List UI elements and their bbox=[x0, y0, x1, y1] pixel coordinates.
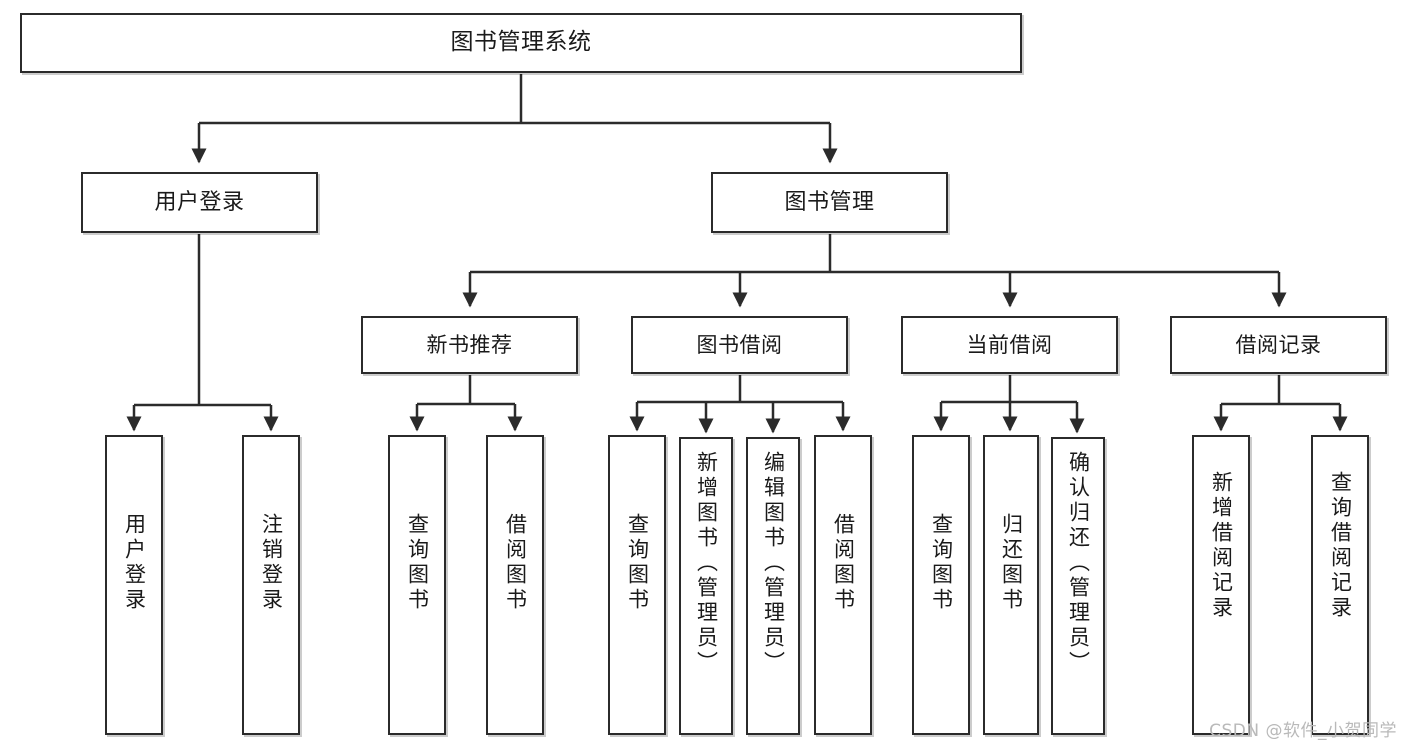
leaf-query-books-recommend[interactable]: 查询图书 bbox=[388, 435, 446, 735]
node-new-book-recommend[interactable]: 新书推荐 bbox=[361, 316, 578, 374]
leaf-logout[interactable]: 注销登录 bbox=[242, 435, 300, 735]
node-label: 借阅图书 bbox=[831, 513, 856, 613]
node-label: 借阅记录 bbox=[1235, 332, 1322, 357]
node-label: 图书管理 bbox=[784, 189, 875, 215]
node-label: 借阅图书 bbox=[503, 513, 528, 613]
leaf-confirm-return-admin[interactable]: 确认归还（管理员） bbox=[1051, 437, 1105, 735]
node-label: 查询图书 bbox=[929, 513, 954, 613]
node-label: 查询图书 bbox=[405, 513, 430, 613]
node-label: 新增图书（管理员） bbox=[694, 451, 719, 676]
leaf-add-borrow-record[interactable]: 新增借阅记录 bbox=[1192, 435, 1250, 735]
node-label: 新书推荐 bbox=[426, 332, 513, 357]
node-current-borrow[interactable]: 当前借阅 bbox=[901, 316, 1118, 374]
node-label: 用户登录 bbox=[122, 513, 147, 613]
node-label: 用户登录 bbox=[154, 189, 245, 215]
leaf-query-books-borrow[interactable]: 查询图书 bbox=[608, 435, 666, 735]
node-label: 新增借阅记录 bbox=[1209, 471, 1234, 621]
leaf-edit-book-admin[interactable]: 编辑图书（管理员） bbox=[746, 437, 800, 735]
node-label: 图书管理系统 bbox=[450, 29, 592, 56]
node-user-login[interactable]: 用户登录 bbox=[81, 172, 318, 233]
node-label: 图书借阅 bbox=[696, 332, 783, 357]
csdn-watermark: CSDN @软件_小贺同学 bbox=[1209, 721, 1397, 741]
leaf-borrow-books-borrow[interactable]: 借阅图书 bbox=[814, 435, 872, 735]
leaf-add-book-admin[interactable]: 新增图书（管理员） bbox=[679, 437, 733, 735]
node-borrow-records[interactable]: 借阅记录 bbox=[1170, 316, 1387, 374]
leaf-query-books-current[interactable]: 查询图书 bbox=[912, 435, 970, 735]
leaf-user-login[interactable]: 用户登录 bbox=[105, 435, 163, 735]
leaf-query-borrow-record[interactable]: 查询借阅记录 bbox=[1311, 435, 1369, 735]
leaf-return-books[interactable]: 归还图书 bbox=[983, 435, 1039, 735]
node-label: 编辑图书（管理员） bbox=[761, 451, 786, 676]
node-book-borrow[interactable]: 图书借阅 bbox=[631, 316, 848, 374]
node-label: 查询图书 bbox=[625, 513, 650, 613]
node-label: 注销登录 bbox=[259, 513, 284, 613]
node-label: 查询借阅记录 bbox=[1328, 471, 1353, 621]
node-root[interactable]: 图书管理系统 bbox=[20, 13, 1022, 73]
node-label: 当前借阅 bbox=[966, 332, 1053, 357]
node-label: 归还图书 bbox=[999, 513, 1024, 613]
leaf-borrow-books-recommend[interactable]: 借阅图书 bbox=[486, 435, 544, 735]
node-book-management[interactable]: 图书管理 bbox=[711, 172, 948, 233]
node-label: 确认归还（管理员） bbox=[1066, 451, 1091, 676]
